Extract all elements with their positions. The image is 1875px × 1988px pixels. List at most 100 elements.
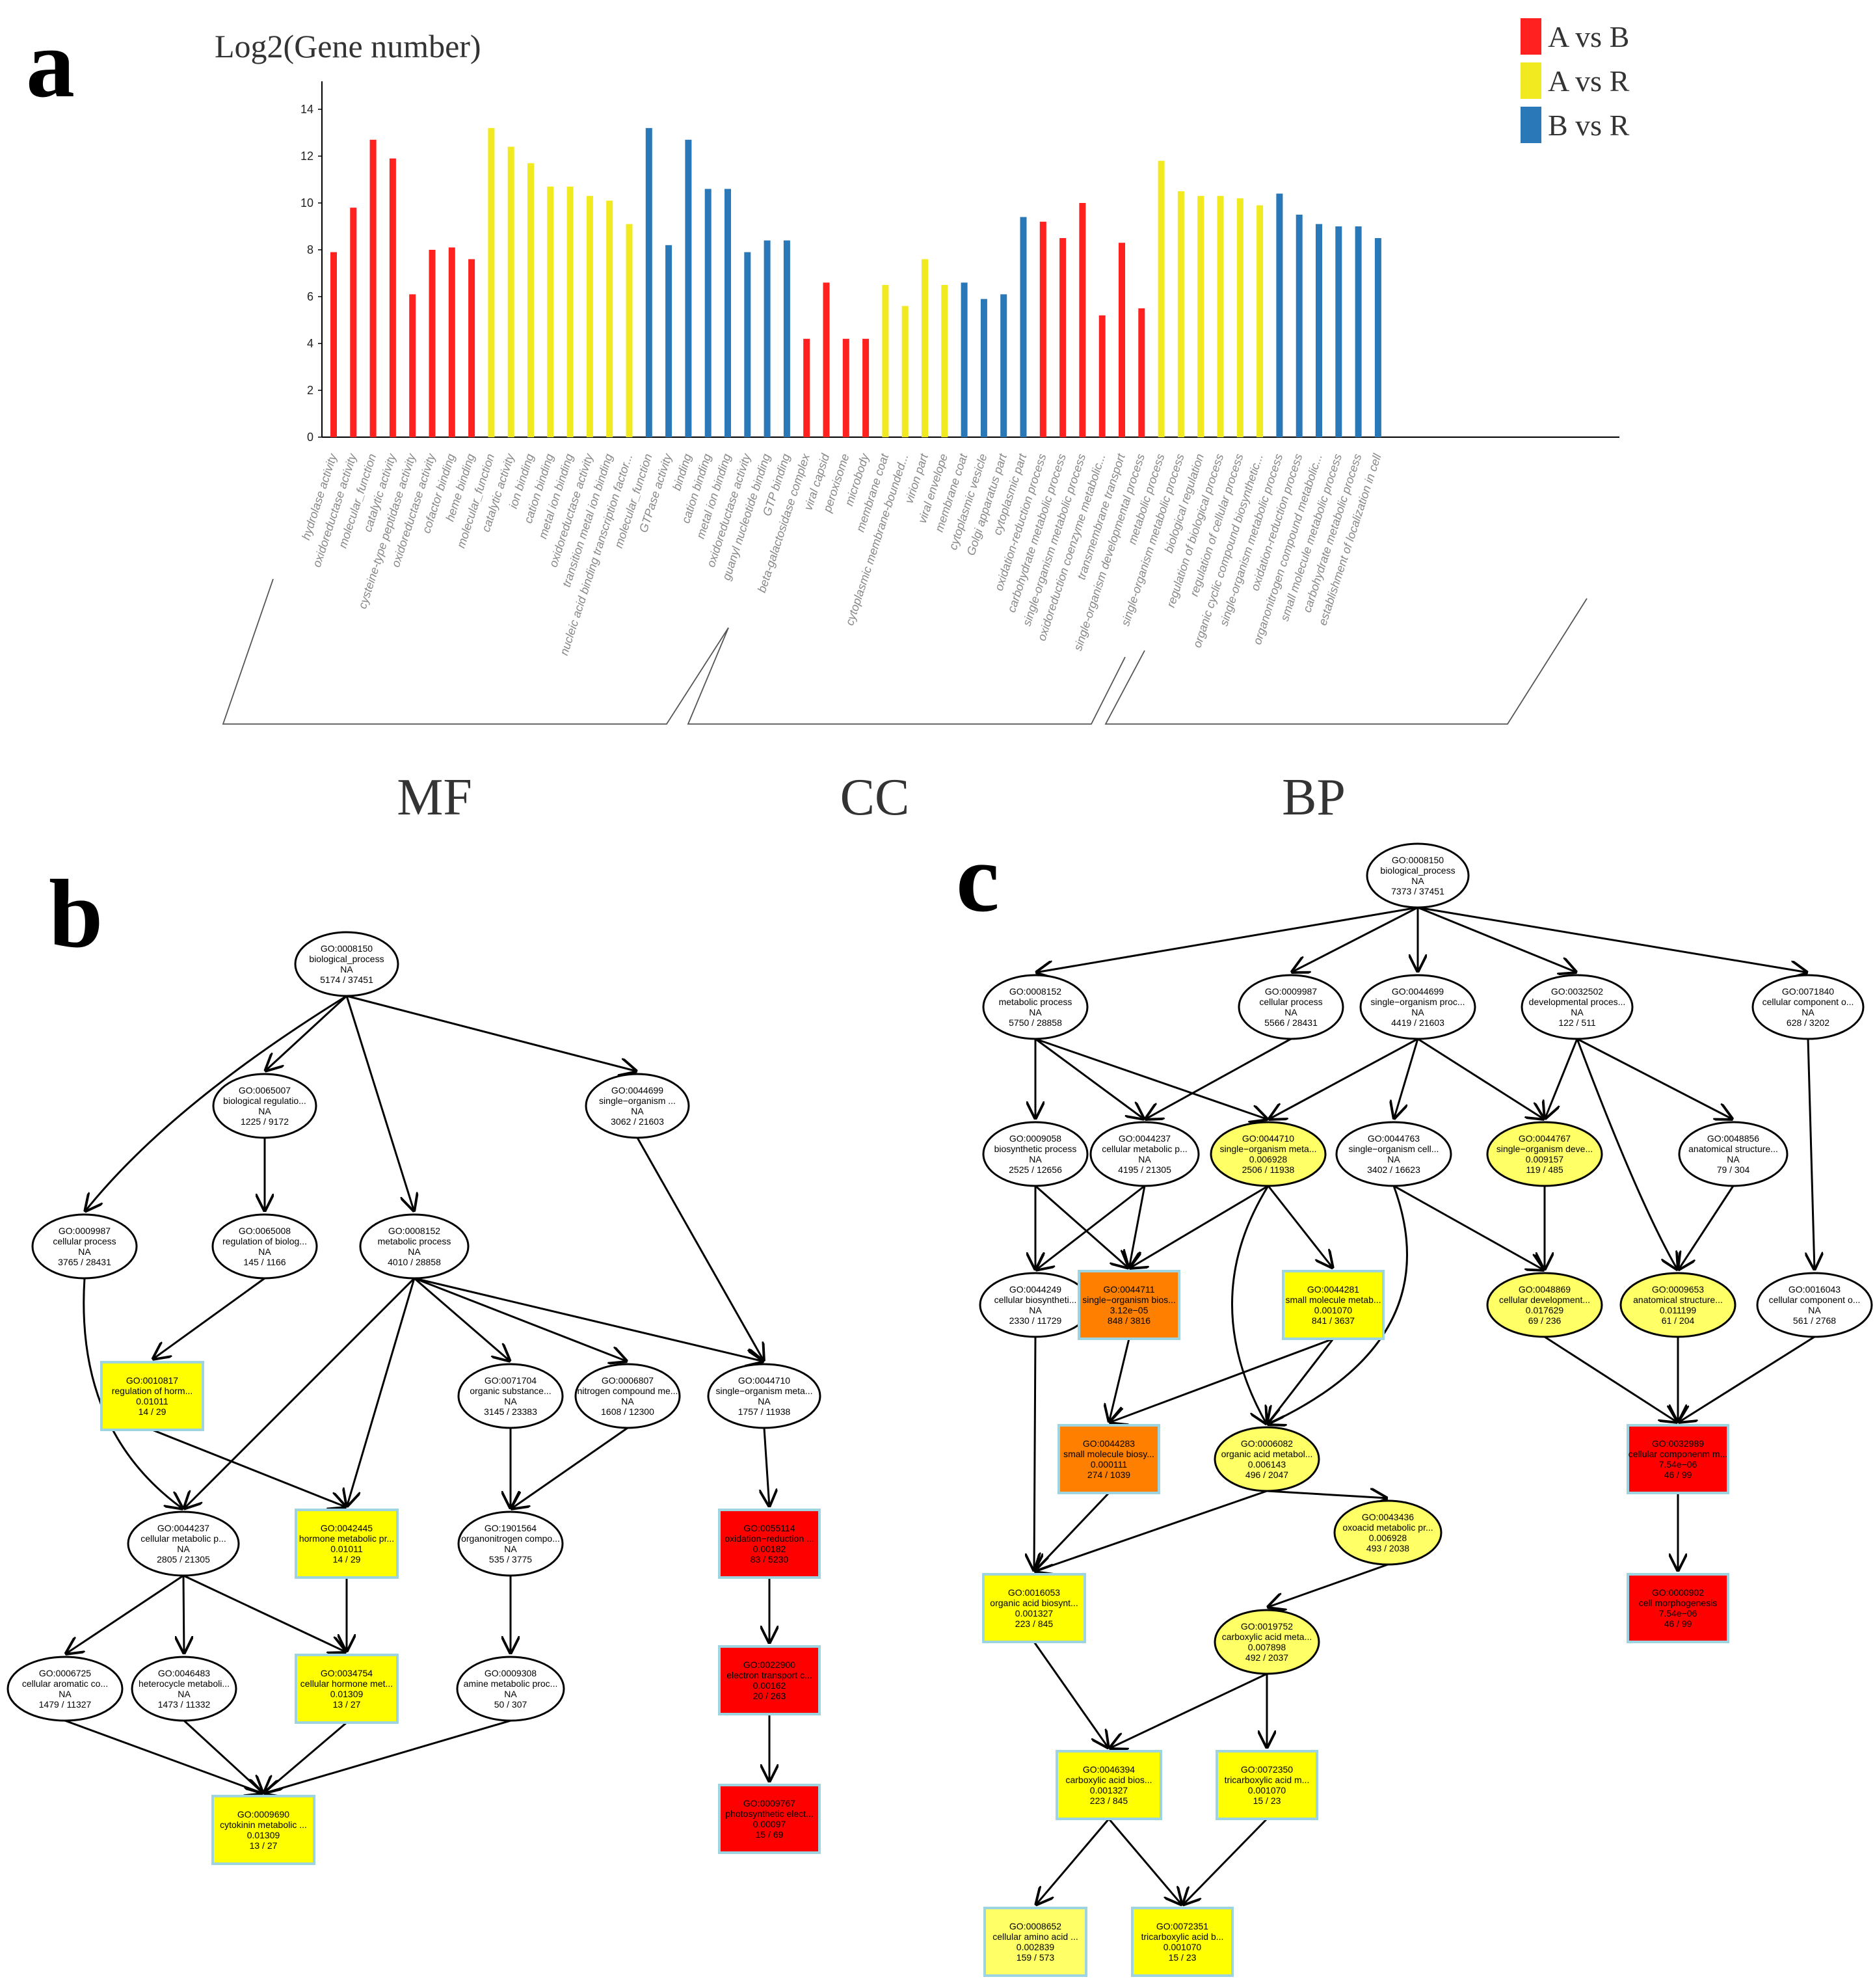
node-text-line: 0.00097: [753, 1819, 786, 1829]
node-text-line: small molecule metab...: [1285, 1295, 1381, 1305]
node-text-line: GO:0009987: [59, 1226, 111, 1236]
node-text-line: 3145 / 23383: [484, 1406, 537, 1417]
group-label: CC: [840, 769, 910, 826]
node-text-line: anatomical structure...: [1633, 1295, 1723, 1305]
node-text-line: 145 / 1166: [243, 1257, 286, 1267]
node-text-line: 20 / 263: [753, 1691, 786, 1701]
node-text-line: NA: [258, 1106, 271, 1116]
bar: [1355, 226, 1362, 437]
node-text-line: 1479 / 11327: [39, 1699, 92, 1710]
graph-edge-arrow: [1291, 906, 1418, 973]
node-text-line: GO:0008150: [1392, 855, 1444, 865]
node-text-line: cellular hormone met...: [300, 1678, 393, 1689]
node-ellipse: [1238, 974, 1344, 1040]
graph-edge-arrow: [1035, 1818, 1110, 1905]
node-ellipse: [456, 1656, 565, 1722]
graph-edge-arrow: [346, 995, 637, 1071]
graph-edge-arrow: [1035, 1038, 1145, 1120]
node-text-line: oxoacid metabolic pr...: [1342, 1522, 1433, 1533]
node-ellipse: [1089, 1121, 1200, 1187]
legend-label: A vs R: [1548, 64, 1630, 98]
bar: [1276, 193, 1283, 437]
node-text-line: 535 / 3775: [489, 1554, 532, 1565]
node-text-line: GO:0009987: [1265, 986, 1317, 997]
node-text-line: 0.01309: [330, 1689, 364, 1699]
node-text-line: 0.006143: [1248, 1459, 1286, 1470]
bar: [882, 285, 889, 437]
node-text-line: GO:0032502: [1551, 986, 1603, 997]
bar: [626, 224, 633, 437]
node-text-line: GO:0000902: [1652, 1587, 1704, 1598]
graph-edge-arrow: [1108, 1818, 1182, 1905]
node-ellipse: [1619, 1272, 1736, 1338]
node-text-line: NA: [408, 1246, 421, 1257]
node-text-line: 0.001327: [1015, 1608, 1054, 1619]
node-ellipse: [457, 1511, 564, 1577]
graph-edge-arrow: [1417, 906, 1577, 973]
node-text-line: 5174 / 37451: [320, 974, 373, 985]
group-bracket: [222, 578, 729, 725]
node-text-line: NA: [504, 1396, 517, 1406]
node-text-line: NA: [178, 1689, 191, 1699]
node-text-line: cellular process: [53, 1236, 116, 1246]
graph-edge-arrow: [414, 1277, 628, 1362]
node-text-line: NA: [1029, 1007, 1042, 1017]
graph-edge-arrow: [183, 1277, 416, 1509]
node-text-line: GO:0046394: [1083, 1764, 1135, 1775]
node-text-line: biological_process: [309, 954, 384, 964]
node-text-line: 0.001070: [1314, 1305, 1353, 1315]
node-text-line: 0.001327: [1090, 1785, 1128, 1795]
node-ellipse: [294, 931, 399, 997]
bar: [764, 240, 771, 437]
node-text-line: NA: [1387, 1154, 1400, 1164]
node-text-line: GO:0016053: [1008, 1587, 1060, 1598]
graph-edge-arrow: [1129, 1185, 1146, 1269]
node-text-line: GO:0032989: [1652, 1438, 1704, 1449]
node-text-line: 848 / 3816: [1108, 1315, 1150, 1326]
node-text-line: GO:0042445: [321, 1523, 373, 1533]
node-text-line: GO:0065007: [239, 1085, 291, 1095]
node-text-line: GO:0044710: [1242, 1133, 1294, 1144]
graph-edge-arrow: [65, 1574, 184, 1654]
node-text-line: GO:0006807: [602, 1375, 654, 1386]
node-text-line: GO:0044237: [1119, 1133, 1171, 1144]
node-ellipse: [707, 1363, 821, 1429]
node-text-line: metabolic process: [999, 997, 1072, 1007]
bar: [1217, 196, 1224, 437]
node-text-line: regulation of horm...: [112, 1386, 193, 1396]
node-text-line: GO:0044249: [1009, 1284, 1061, 1295]
node-text-line: GO:0065008: [239, 1226, 291, 1236]
bar: [1098, 315, 1106, 437]
node-box: [1078, 1270, 1180, 1340]
bar: [429, 250, 436, 437]
graph-edge-arrow: [414, 1277, 511, 1362]
node-ellipse: [1214, 1609, 1320, 1675]
graph-edge-arrow: [1678, 1185, 1735, 1270]
bar: [744, 252, 751, 437]
node-text-line: cellular aromatic co...: [22, 1678, 108, 1689]
graph-edge-arrow: [1035, 1185, 1129, 1269]
graph-edge-arrow: [1035, 906, 1418, 973]
node-text-line: 0.001070: [1248, 1785, 1286, 1795]
graph-edge-arrow: [265, 995, 348, 1071]
graph-edge-arrow: [1268, 1038, 1418, 1120]
node-text-line: GO:0072350: [1241, 1764, 1293, 1775]
node-text-line: cytokinin metabolic ...: [220, 1820, 307, 1830]
bar: [527, 163, 534, 438]
graph-edge-arrow: [1034, 1490, 1268, 1572]
group-bracket: [687, 627, 1126, 725]
node-text-line: single−organism bios...: [1082, 1295, 1176, 1305]
graph-edge-arrow: [345, 995, 414, 1212]
node-text-line: 4195 / 21305: [1118, 1164, 1171, 1175]
graph-edge-arrow: [1145, 1038, 1292, 1120]
